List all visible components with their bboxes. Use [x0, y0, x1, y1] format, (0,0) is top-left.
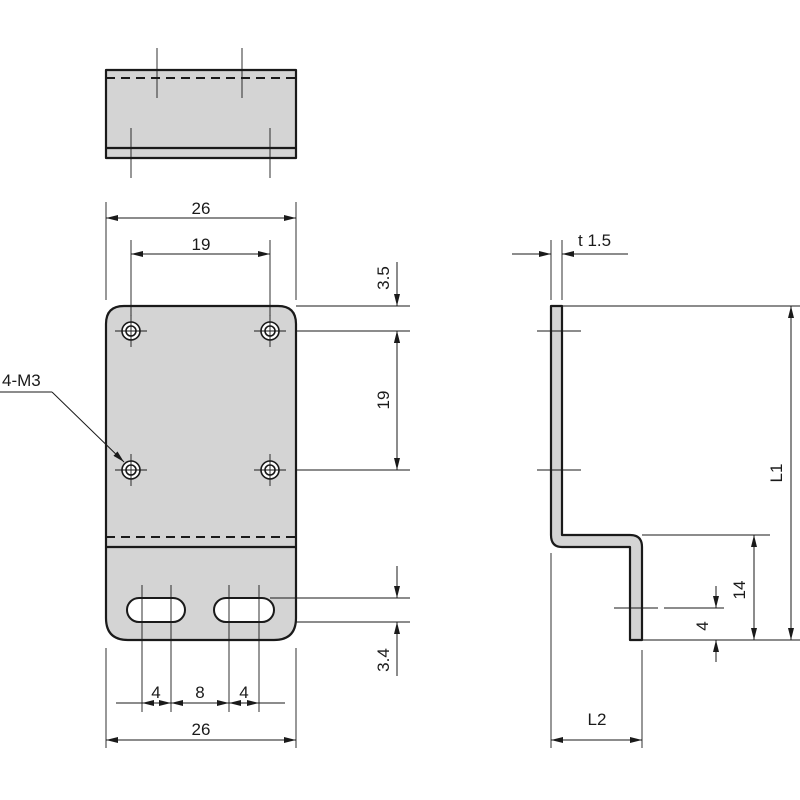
dim-slot-width-right: 4	[239, 683, 248, 702]
dim-hole-spacing-vertical: 19	[374, 391, 393, 410]
dim-width-bottom: 26	[192, 720, 211, 739]
dim-thickness: t 1.5	[578, 231, 611, 250]
dim-offset-4: 4	[693, 621, 712, 630]
dim-width-top: 26	[192, 199, 211, 218]
dim-slot-spacing: 8	[195, 683, 204, 702]
dim-length-l2: L2	[588, 710, 607, 729]
side-view-profile	[549, 304, 644, 642]
side-view	[537, 304, 658, 642]
front-view	[104, 304, 298, 642]
top-view-body	[104, 68, 298, 160]
dim-length-l1: L1	[767, 464, 786, 483]
dim-slot-edge-offset: 3.4	[374, 648, 393, 672]
side-extension-lines	[550, 240, 800, 748]
front-view-plate	[104, 304, 298, 642]
hole-centerlines	[115, 315, 286, 486]
dim-slot-width-left: 4	[151, 683, 160, 702]
dim-offset-14: 14	[730, 581, 749, 600]
slot-right	[213, 597, 275, 623]
leader-tapped-holes	[51, 391, 125, 463]
slot-left	[126, 597, 186, 623]
callout-tapped-holes: 4-M3	[2, 371, 41, 390]
side-centerlines	[537, 330, 658, 609]
dim-top-edge-to-hole: 3.5	[374, 266, 393, 290]
dim-hole-spacing-horizontal: 19	[192, 235, 211, 254]
top-view	[104, 48, 298, 178]
